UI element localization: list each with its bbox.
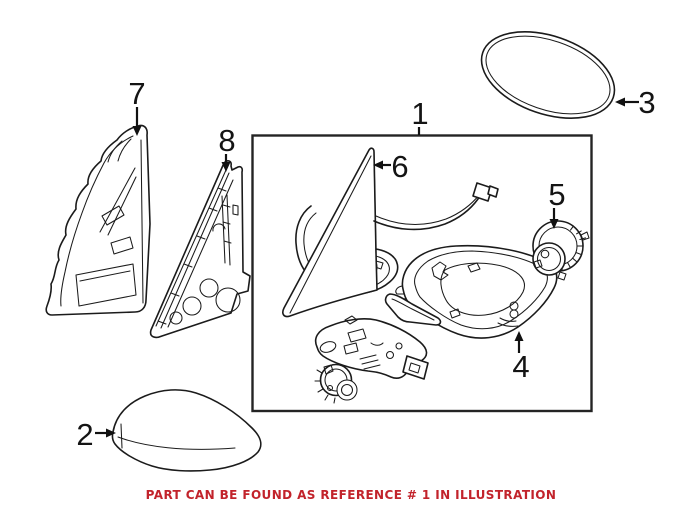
callout-3-label: 3 (638, 85, 655, 120)
callout-4: 4 (512, 331, 530, 384)
mirror-cable-drawing (373, 182, 499, 231)
part-6-base-plate-drawing (282, 147, 378, 318)
callout-3: 3 (615, 85, 656, 120)
callout-1: 1 (411, 96, 429, 135)
callout-2: 2 (76, 417, 116, 452)
mirror-carrier-plate-drawing (314, 315, 429, 380)
callout-5: 5 (548, 177, 566, 229)
callout-1-label: 1 (411, 96, 428, 131)
cable-connector (472, 182, 493, 202)
callout-6-label: 6 (391, 149, 408, 184)
callout-8: 8 (218, 123, 236, 172)
callout-7-label: 7 (128, 76, 145, 111)
part-4-housing-drawing (395, 244, 558, 339)
part-5-motor-drawing (532, 220, 590, 281)
callout-4-label: 4 (512, 349, 529, 384)
part-2-mirror-cap-drawing (111, 389, 262, 472)
part-3-mirror-glass-drawing (480, 31, 616, 119)
small-motor-drawing (314, 363, 358, 404)
part-1-assembly-box (251, 134, 593, 413)
housing-bracket-drawing (384, 293, 442, 326)
caption-text: PART CAN BE FOUND AS REFERENCE # 1 IN IL… (146, 488, 557, 502)
part-7-trim-panel-drawing (45, 124, 151, 316)
callout-7: 7 (128, 76, 146, 136)
part-8-trim-panel-drawing (149, 160, 251, 339)
callout-8-label: 8 (218, 123, 235, 158)
callout-5-label: 5 (548, 177, 565, 212)
callout-2-label: 2 (76, 417, 93, 452)
callout-6: 6 (373, 149, 409, 184)
